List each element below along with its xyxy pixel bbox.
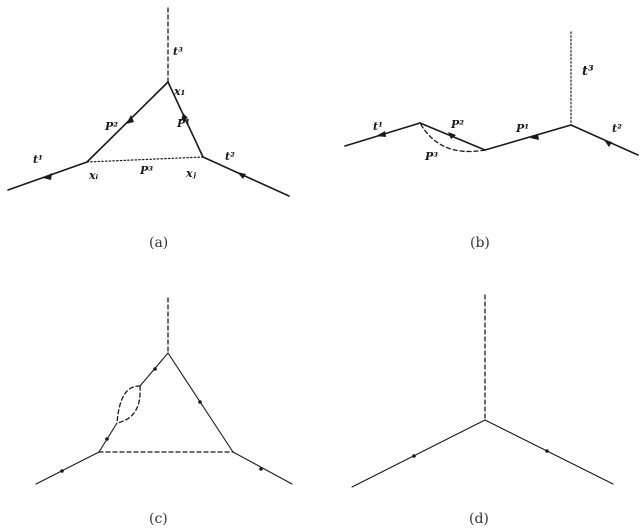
- label-p2: P²: [104, 120, 118, 133]
- label-p1: P¹: [176, 117, 190, 130]
- label-xj: xⱼ: [185, 167, 197, 180]
- arrow-right: [545, 449, 549, 453]
- propagator-left-lower: [98, 422, 118, 453]
- label-t1: t¹: [373, 120, 383, 133]
- panel-a: t³ x₁ P² P¹ t¹ t² xᵢ P³ xⱼ (a): [7, 7, 290, 251]
- label-xi: xᵢ: [88, 169, 99, 182]
- arrow-left-lower: [105, 437, 109, 441]
- panel-b: t³ t² P¹ P² t¹ P³ (b): [344, 31, 639, 251]
- arrow-left-upper: [153, 367, 157, 371]
- external-line-t2: [570, 124, 639, 156]
- label-t3: t³: [173, 45, 183, 58]
- arrow-right-external: [259, 467, 263, 471]
- arrow-p2: [126, 115, 134, 124]
- label-t2: t²: [612, 122, 622, 135]
- label-p2: P²: [450, 118, 464, 131]
- caption-b: (b): [470, 235, 490, 251]
- propagator-p3: [419, 122, 486, 153]
- arrow-right: [198, 400, 202, 404]
- panel-c: (c): [35, 297, 293, 527]
- self-energy-loop-outer: [116, 385, 141, 424]
- label-t1: t¹: [33, 153, 43, 166]
- caption-d: (d): [469, 511, 489, 527]
- caption-a: (a): [149, 235, 168, 251]
- propagator-p1: [484, 124, 572, 151]
- arrow-p1: [530, 134, 539, 140]
- external-line-t2: [202, 156, 290, 197]
- label-p3: P³: [139, 164, 153, 177]
- external-line-left: [351, 419, 486, 488]
- label-p1: P¹: [515, 122, 529, 135]
- arrow-t2: [604, 140, 612, 147]
- propagator-p1: [167, 81, 204, 158]
- arrow-t1: [376, 131, 386, 137]
- arrow-p2: [448, 132, 456, 139]
- arrow-left: [412, 454, 416, 458]
- caption-c: (c): [149, 511, 168, 527]
- arrow-t1: [43, 173, 52, 180]
- external-line-right: [232, 451, 293, 485]
- arrow-t2: [237, 172, 246, 179]
- arrow-left-external: [60, 469, 64, 473]
- self-energy-loop-inner: [116, 385, 141, 424]
- label-t2: t²: [225, 150, 235, 163]
- propagator-p3: [86, 156, 204, 163]
- external-line-right: [484, 419, 614, 485]
- label-t3: t³: [582, 64, 594, 79]
- label-p3: P³: [424, 150, 438, 163]
- panel-d: (d): [351, 294, 614, 527]
- arrow-p1: [181, 113, 188, 121]
- label-x1: x₁: [173, 85, 185, 98]
- external-line-left: [35, 451, 100, 485]
